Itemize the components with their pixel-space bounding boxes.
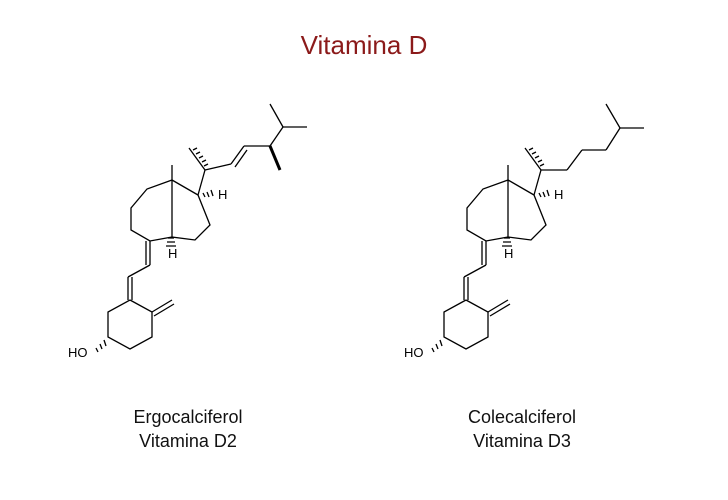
double-bond	[234, 149, 248, 168]
side-chain-bond	[524, 147, 542, 171]
hashed-wedge	[166, 237, 176, 247]
side-chain-bond	[605, 103, 621, 129]
double-bond	[153, 303, 175, 317]
side-chain-bond	[269, 126, 284, 147]
atom-label-h: H	[554, 187, 563, 202]
hashed-wedge	[538, 189, 550, 198]
side-chain-bond	[269, 103, 284, 128]
side-chain-bond	[197, 169, 206, 196]
hashed-wedge	[95, 339, 107, 353]
colecalciferol-caption: Colecalciferol Vitamina D3	[402, 405, 642, 453]
compound-name: Colecalciferol	[467, 407, 577, 427]
hashed-wedge	[192, 147, 209, 167]
side-chain-bond	[605, 127, 621, 151]
double-bond	[489, 303, 511, 317]
methylene-bond	[487, 299, 509, 313]
double-bond	[230, 145, 245, 165]
hashed-wedge	[202, 189, 214, 198]
atom-label-h: H	[504, 246, 513, 261]
ergocalciferol-caption: Ergocalciferol Vitamina D2	[68, 405, 308, 453]
ring-c-bonds	[466, 179, 509, 242]
side-chain-bond	[566, 149, 583, 171]
side-chain-bond	[204, 163, 232, 171]
bond	[463, 264, 487, 278]
side-chain-bond	[533, 169, 542, 196]
compound-subtitle: Vitamina D3	[473, 431, 571, 451]
hashed-wedge	[502, 237, 512, 247]
bond	[127, 264, 151, 278]
atom-label-h: H	[168, 246, 177, 261]
page-title: Vitamina D	[300, 30, 428, 60]
hashed-wedge	[528, 147, 545, 167]
side-chain-bond	[188, 147, 206, 171]
ring-d-bonds	[171, 179, 211, 241]
atom-label-ho: HO	[68, 345, 88, 360]
compound-name: Ergocalciferol	[133, 407, 243, 427]
atom-label-ho: HO	[404, 345, 424, 360]
atom-label-h: H	[218, 187, 227, 202]
ring-d-bonds	[507, 179, 547, 241]
wedge-bond	[268, 145, 282, 171]
methylene-bond	[151, 299, 173, 313]
compound-subtitle: Vitamina D2	[139, 431, 237, 451]
ring-c-bonds	[130, 179, 173, 242]
ring-a-bonds	[443, 299, 489, 350]
hashed-wedge	[431, 339, 443, 353]
